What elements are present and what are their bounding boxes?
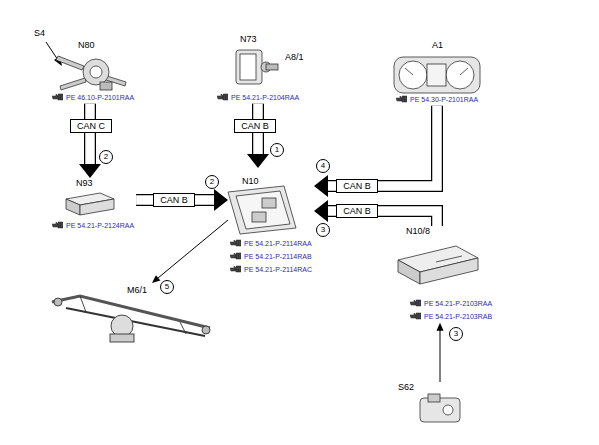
callout-number: 2: [99, 150, 113, 164]
document-reference-row: PE 54.21-P-2114RAA: [230, 238, 312, 248]
document-reference: PE 46.10-P-2101RAA: [66, 94, 134, 101]
can-bus-arrow: [314, 106, 437, 197]
document-reference: PE 54.21-P-2103RAB: [424, 313, 492, 320]
bus-label: CAN B: [234, 119, 276, 133]
document-reference: PE 54.21-P-2124RAA: [66, 222, 134, 229]
document-reference-row: PE 54.21-P-2103RAB: [410, 311, 492, 321]
central-gateway-module: [66, 193, 114, 215]
reference-icon: [230, 265, 241, 273]
bonnet-contact-switch: [420, 394, 460, 422]
can-bus-arrow: [314, 200, 437, 226]
steering-column-module: N80 PE 46.10-P-2101RAA: [48, 38, 138, 104]
document-reference: PE 54.30-P-2101RAA: [410, 96, 478, 103]
reference-icon: [52, 93, 63, 101]
document-reference: PE 54.21-P-2104RAA: [231, 94, 299, 101]
can-bus-arrow: [247, 104, 269, 168]
document-reference: PE 54.21-P-2114RAB: [244, 253, 312, 260]
ignition-switch: [236, 50, 278, 84]
instrument-cluster: A1 PE 54.30-P-2101RAA: [392, 38, 482, 106]
document-reference-row: PE 54.21-P-2124RAA: [52, 220, 134, 230]
reference-icon: [410, 299, 421, 307]
component-code: M6/1: [127, 285, 147, 295]
reference-icon: [396, 95, 407, 103]
document-reference-row: PE 54.21-P-2104RAA: [217, 92, 299, 102]
callout-number: 2: [205, 175, 219, 189]
reference-icon: [52, 221, 63, 229]
component-code: N10: [242, 176, 259, 186]
callout-number: 4: [316, 159, 330, 173]
steering-column-module: [56, 56, 126, 90]
signal-arrow: [152, 220, 228, 283]
bus-label: CAN C: [70, 119, 112, 133]
rear-sam-control-unit: N10/8 PE 54.21-P-2103RAA PE 54.21-P-2103RA…: [398, 226, 494, 323]
document-reference-row: PE 54.21-P-2114RAC: [230, 264, 312, 274]
reference-icon: [230, 239, 241, 247]
document-reference-row: PE 54.21-P-2114RAB: [230, 251, 312, 261]
document-reference: PE 54.21-P-2114RAA: [244, 240, 312, 247]
document-reference-row: PE 46.10-P-2101RAA: [52, 92, 134, 102]
sam-control-unit: N10 PE 54.21-P-2114RAA PE 54.21-P-2114RAB P…: [228, 168, 314, 276]
document-reference-row: PE 54.30-P-2101RAA: [396, 94, 478, 104]
reference-icon: [217, 93, 228, 101]
callout-number: 5: [160, 280, 174, 294]
signal-arrow: [437, 323, 444, 382]
document-reference: PE 54.21-P-2114RAC: [244, 266, 312, 273]
s4-leader: [46, 42, 62, 66]
contact-switch: S62: [398, 382, 468, 428]
can-bus-arrow: [136, 189, 228, 211]
gateway-module: N93 PE 54.21-P-2124RAA: [50, 178, 136, 232]
ignition-switch: N73A8/1 PE 54.21-P-2104RAA: [215, 30, 306, 104]
document-reference: PE 54.21-P-2103RAA: [424, 300, 492, 307]
callout-number: 3: [316, 223, 330, 237]
component-code: N93: [76, 178, 93, 188]
wiper-linkage: [52, 296, 210, 342]
reference-icon: [230, 252, 241, 260]
callout-number: 3: [449, 327, 463, 341]
part-label: S4: [34, 28, 45, 38]
instrument-cluster: [394, 57, 480, 93]
rear-sam-control-unit: [398, 246, 478, 284]
document-reference-row: PE 54.21-P-2103RAA: [410, 298, 492, 308]
component-code: A8/1: [285, 52, 304, 62]
bus-label: CAN B: [336, 204, 378, 218]
reference-icon: [410, 312, 421, 320]
component-code: A1: [432, 40, 443, 50]
component-code: N73: [240, 34, 257, 44]
component-code: S62: [398, 382, 414, 392]
component-code: N10/8: [406, 226, 430, 236]
wiper-motor: M6/1: [45, 283, 220, 348]
callout-number: 1: [270, 143, 284, 157]
bus-label: CAN B: [153, 193, 195, 207]
sam-control-unit: [228, 186, 296, 234]
can-bus-arrow: [79, 104, 101, 178]
bus-label: CAN B: [336, 179, 378, 193]
component-code: N80: [78, 40, 95, 50]
